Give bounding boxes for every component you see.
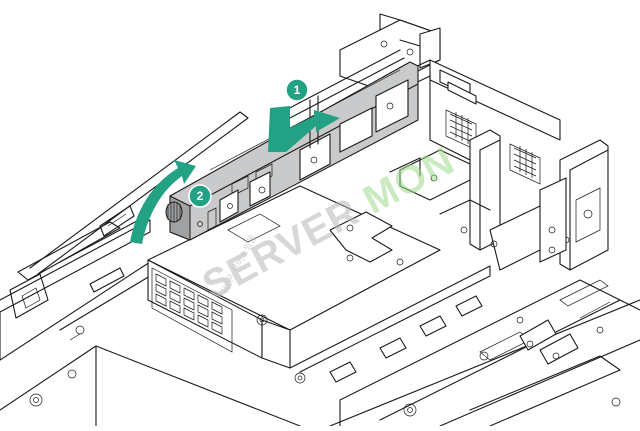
rotate-arrow-icon [130,160,196,244]
watermark-text-b: MON [356,138,462,222]
callout-2-label: 2 [197,189,204,203]
thumbscrew [165,201,183,223]
riser-board [165,49,419,241]
vent-mesh-right [509,143,541,185]
push-arrow-icon [268,106,340,152]
callout-1: 1 [285,78,309,102]
riser-cage [329,13,609,271]
server-chassis [0,111,640,427]
drive-bay-grid [151,267,233,353]
drive-cage [147,185,491,383]
callout-2: 2 [188,184,212,208]
callout-1-label: 1 [294,83,301,97]
